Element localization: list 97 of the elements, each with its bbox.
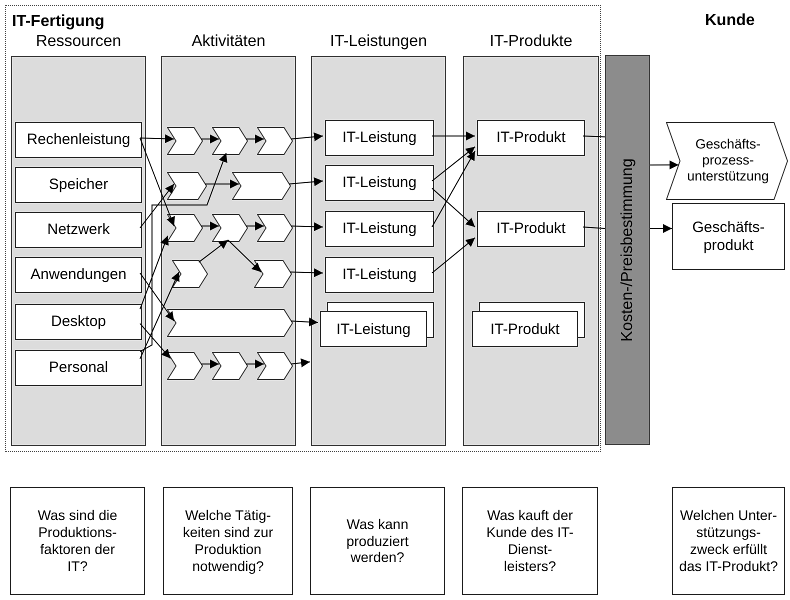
vertical-bar <box>605 55 650 445</box>
column-heading: Kunde <box>705 12 755 30</box>
product-box <box>477 211 585 247</box>
chevron-step <box>212 352 248 380</box>
box-label: Anwendungen <box>30 266 126 284</box>
dotted-frame <box>5 5 601 452</box>
connector-arrow <box>650 224 672 233</box>
chevron-step <box>172 260 208 288</box>
question-box <box>310 487 445 595</box>
resource-box <box>15 257 142 293</box>
resource-box <box>15 350 142 386</box>
connector-arrow <box>140 272 174 322</box>
question-box <box>10 487 145 595</box>
chevron-shape <box>666 122 788 200</box>
connector-arrow <box>290 222 324 232</box>
connector-arrow <box>228 240 262 272</box>
chevron-step <box>254 260 292 288</box>
connector-arrow <box>290 318 318 326</box>
box-label: Desktop <box>50 313 106 331</box>
connector-arrow <box>140 152 228 352</box>
connector-arrow <box>288 177 324 186</box>
connector-arrow <box>246 222 264 230</box>
service-box <box>325 211 434 247</box>
resource-box <box>15 304 142 340</box>
box-label: Geschäfts- produkt <box>691 218 766 254</box>
connector-arrow <box>432 188 476 228</box>
product-box <box>477 120 585 156</box>
connector-line <box>582 136 606 138</box>
box-label: IT-Leistung <box>342 174 417 192</box>
connector-arrow <box>204 180 240 188</box>
question-text: Was kauft der Kunde des IT-Dienst- leisters? <box>486 507 574 575</box>
box-label: IT-Produkt <box>490 320 560 338</box>
column-heading: IT-Produkte <box>488 33 574 51</box>
connector-arrow <box>290 358 310 368</box>
connector-arrow <box>432 146 476 182</box>
connector-arrow <box>140 272 180 360</box>
question-box <box>163 487 293 595</box>
resource-box <box>15 167 142 203</box>
connector-arrow <box>200 360 220 368</box>
box-label: IT-Leistung <box>342 129 417 147</box>
column-heading: Ressourcen <box>34 33 122 51</box>
column-heading: IT-Leistungen <box>329 33 428 51</box>
question-text: Welchen Unter- stützungs- zweck erfüllt das IT-Produkt? <box>678 507 779 575</box>
box-label: Speicher <box>48 176 108 194</box>
connector-arrow <box>246 360 264 368</box>
chevron-step <box>167 309 293 337</box>
connector-arrow <box>246 134 264 144</box>
frame-title: IT-Fertigung <box>12 13 104 31</box>
connector-arrow <box>140 323 171 359</box>
chevron-step <box>257 214 293 242</box>
box-label: IT-Produkt <box>496 220 566 238</box>
chevron-step <box>212 127 248 155</box>
question-text: Welche Tätig- keiten sind zur Produktion notwendig? <box>182 507 274 575</box>
connector-line <box>582 226 606 230</box>
connector-arrow <box>432 132 476 140</box>
question-box <box>462 487 598 595</box>
connector-arrow <box>140 138 175 226</box>
service-box <box>325 257 434 293</box>
resource-box <box>15 122 142 158</box>
stacked-boxes <box>472 302 585 347</box>
box-label: IT-Leistung <box>336 320 411 338</box>
connector-arrow <box>140 184 174 228</box>
connector-arrow <box>198 240 228 263</box>
connector-arrow <box>290 268 324 278</box>
chevron-step <box>257 352 293 380</box>
connector-arrow <box>140 134 174 144</box>
box-label: IT-Leistung <box>342 220 417 238</box>
shape-label: Geschäfts- prozess- unterstützung <box>686 136 770 186</box>
stacked-boxes <box>320 302 434 347</box>
question-box <box>672 487 785 595</box>
chevron-step <box>212 214 248 242</box>
chevron-step <box>167 352 203 380</box>
box-label: IT-Produkt <box>496 129 566 147</box>
connector-arrow <box>200 222 220 230</box>
chevron-step <box>167 214 203 242</box>
connector-arrow <box>650 160 680 170</box>
bar-label: Kosten-/Preisbestimmung <box>618 158 636 342</box>
service-box <box>325 120 434 156</box>
column-heading: Aktivitäten <box>190 33 266 51</box>
question-text: Was sind die Produktions- faktoren der IT? <box>36 507 118 575</box>
question-text: Was kann produziert werden? <box>345 516 410 566</box>
connector-arrow <box>140 235 169 310</box>
box-label: Netzwerk <box>47 221 110 239</box>
chevron-step <box>167 172 207 200</box>
service-box <box>325 165 434 201</box>
customer-box <box>672 203 785 270</box>
connector-arrow <box>200 134 220 144</box>
resource-box <box>15 212 142 248</box>
connector-arrow <box>432 150 476 228</box>
chevron-step <box>232 172 291 200</box>
box-label: Personal <box>48 359 108 377</box>
chevron-step <box>257 127 293 155</box>
connector-arrow <box>432 237 476 274</box>
box-label: Rechenleistung <box>26 131 130 149</box>
connector-arrow <box>290 132 324 142</box>
box-label: IT-Leistung <box>342 266 417 284</box>
chevron-step <box>167 127 203 155</box>
